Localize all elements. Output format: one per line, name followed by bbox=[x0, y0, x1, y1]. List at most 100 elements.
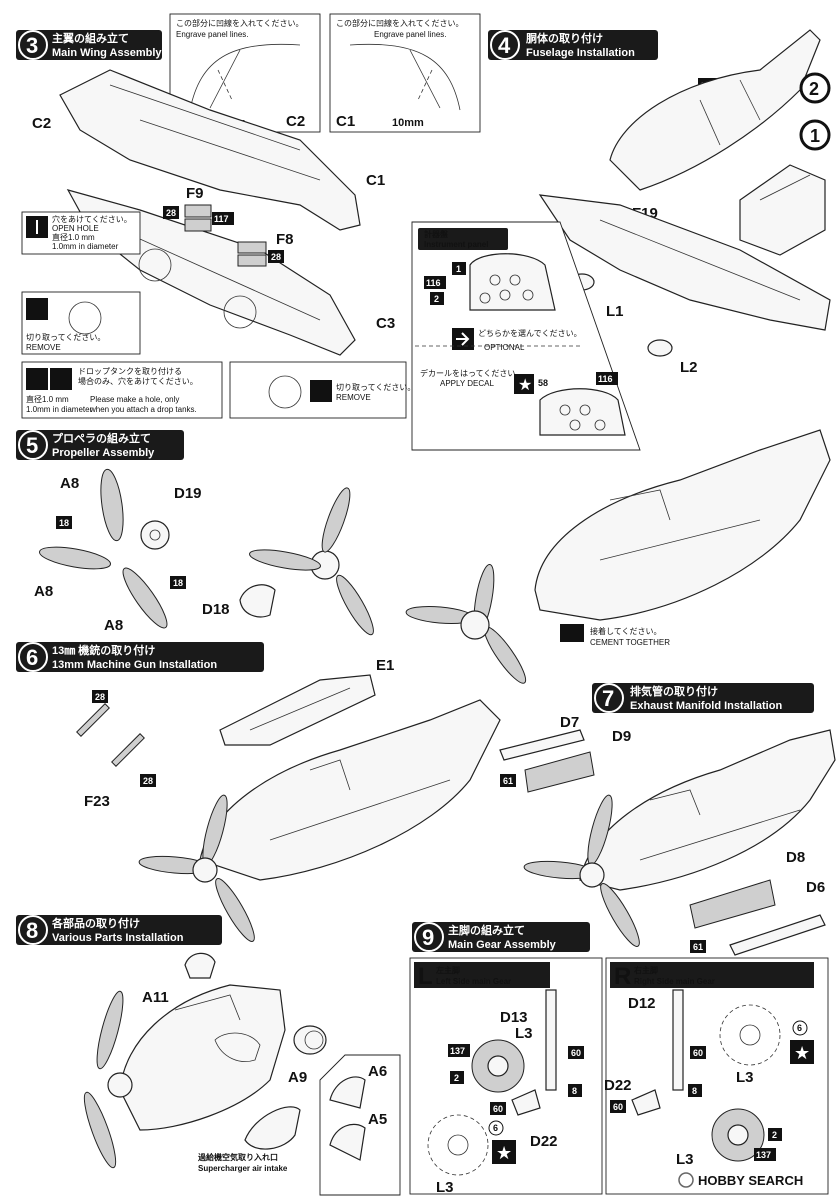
svg-text:ドロップタンクを取り付ける: ドロップタンクを取り付ける bbox=[78, 366, 182, 376]
label-C2: C2 bbox=[32, 115, 51, 132]
propeller-assembled bbox=[239, 487, 374, 636]
cowling-E1 bbox=[219, 674, 376, 746]
svg-text:117: 117 bbox=[214, 214, 229, 224]
svg-text:8: 8 bbox=[692, 1086, 697, 1096]
exhaust-D8-D6: 61 bbox=[689, 879, 826, 956]
svg-text:計器盤: 計器盤 bbox=[424, 229, 449, 239]
svg-text:2: 2 bbox=[809, 79, 819, 99]
step-5-number: 5 bbox=[26, 433, 38, 458]
step-8-number: 8 bbox=[26, 918, 38, 943]
svg-text:6: 6 bbox=[493, 1123, 498, 1133]
svg-text:60: 60 bbox=[571, 1048, 581, 1058]
label-A8-top: A8 bbox=[60, 475, 79, 492]
exhaust-D7-D9: 61 bbox=[499, 729, 595, 793]
fuselage-drawing-7 bbox=[523, 729, 836, 947]
fuselage-drawing-8 bbox=[83, 984, 286, 1169]
svg-text:60: 60 bbox=[493, 1104, 503, 1114]
svg-text:Instrument panel: Instrument panel bbox=[424, 240, 488, 249]
supercharger-intake: 過給機空気取り入れ口 Supercharger air intake bbox=[196, 1106, 316, 1174]
step-5-title-jp: プロペラの組み立て bbox=[52, 431, 151, 445]
step-5-header: 5 プロペラの組み立て Propeller Assembly bbox=[16, 430, 184, 460]
svg-text:1.0mm in diameter: 1.0mm in diameter bbox=[52, 242, 119, 251]
wing-drawing-4 bbox=[538, 194, 831, 331]
part-A11 bbox=[184, 952, 216, 979]
label-A5: A5 bbox=[368, 1111, 387, 1128]
color-117: 117 bbox=[212, 212, 234, 225]
svg-text:28: 28 bbox=[95, 692, 105, 702]
remove-note-left: 切り取ってください。 REMOVE bbox=[21, 291, 141, 355]
step-8-header: 8 各部品の取り付け Various Parts Installation bbox=[16, 915, 222, 945]
svg-text:10mm: 10mm bbox=[392, 117, 424, 129]
svg-text:★: ★ bbox=[794, 1043, 810, 1063]
svg-text:この部分に凹線を入れてください。: この部分に凹線を入れてください。 bbox=[176, 18, 304, 28]
label-D22-right: D22 bbox=[604, 1077, 632, 1094]
color-18-b: 18 bbox=[170, 576, 186, 589]
svg-text:60: 60 bbox=[693, 1048, 703, 1058]
svg-text:2: 2 bbox=[772, 1130, 777, 1140]
svg-text:137: 137 bbox=[756, 1150, 771, 1160]
svg-text:接着してください。: 接着してください。 bbox=[590, 626, 662, 636]
label-D22-left: D22 bbox=[530, 1133, 558, 1150]
part-A9 bbox=[293, 1025, 327, 1055]
label-L3-left-bottom: L3 bbox=[436, 1179, 454, 1196]
svg-text:L: L bbox=[418, 963, 433, 990]
label-F23: F23 bbox=[84, 793, 110, 810]
circle-1-marker: 1 bbox=[799, 119, 831, 151]
step-4-number: 4 bbox=[498, 33, 511, 58]
step-8-title-en: Various Parts Installation bbox=[52, 932, 184, 944]
svg-text:直径1.0 mm: 直径1.0 mm bbox=[26, 394, 69, 404]
svg-text:★: ★ bbox=[496, 1143, 512, 1163]
step-8-title-jp: 各部品の取り付け bbox=[51, 916, 140, 930]
svg-text:61: 61 bbox=[693, 942, 703, 952]
svg-text:58: 58 bbox=[538, 378, 548, 388]
step-6-title-en: 13mm Machine Gun Installation bbox=[52, 659, 217, 671]
label-D6: D6 bbox=[806, 879, 825, 896]
svg-text:OPEN HOLE: OPEN HOLE bbox=[52, 224, 99, 233]
step-9-title-jp: 主脚の組み立て bbox=[448, 923, 525, 937]
color-28-f9: 28 bbox=[163, 206, 179, 219]
watermark: HOBBY SEARCH bbox=[678, 1172, 803, 1188]
svg-text:APPLY DECAL: APPLY DECAL bbox=[440, 379, 495, 388]
step-3-title-jp: 主翼の組み立て bbox=[52, 31, 129, 45]
step-6-title-jp: 13㎜ 機銃の取り付け bbox=[52, 643, 155, 657]
svg-text:切り取ってください。: 切り取ってください。 bbox=[26, 333, 105, 342]
label-F8: F8 bbox=[276, 231, 294, 248]
step-5-title-en: Propeller Assembly bbox=[52, 447, 155, 459]
label-D18: D18 bbox=[202, 601, 230, 618]
svg-text:★: ★ bbox=[518, 377, 532, 394]
step-3-title-en: Main Wing Assembly bbox=[52, 47, 162, 59]
step-3-number: 3 bbox=[26, 33, 38, 58]
part-F9 bbox=[184, 204, 212, 232]
step-9-header: 9 主脚の組み立て Main Gear Assembly bbox=[412, 922, 590, 952]
label-D19: D19 bbox=[174, 485, 202, 502]
label-A8-bottom: A8 bbox=[104, 617, 123, 634]
cement-note: 接着してください。 CEMENT TOGETHER bbox=[560, 624, 670, 647]
fuselage-drawing-6 bbox=[138, 699, 501, 942]
svg-text:116: 116 bbox=[598, 374, 613, 384]
svg-text:116: 116 bbox=[426, 278, 441, 288]
svg-text:OPTIONAL: OPTIONAL bbox=[484, 343, 525, 352]
svg-text:60: 60 bbox=[613, 1102, 623, 1112]
label-L3-left: L3 bbox=[515, 1025, 533, 1042]
step-7-title-en: Exhaust Manifold Installation bbox=[630, 700, 782, 712]
svg-text:when you attach a drop tanks.: when you attach a drop tanks. bbox=[89, 405, 197, 414]
step-6-number: 6 bbox=[26, 645, 38, 670]
svg-text:Left Side main Gear: Left Side main Gear bbox=[436, 977, 511, 986]
circle-2-marker: 2 bbox=[799, 72, 831, 104]
label-C1: C1 bbox=[366, 172, 385, 189]
wing-upper-drawing bbox=[59, 69, 361, 231]
step-7-number: 7 bbox=[602, 686, 614, 711]
svg-text:C2: C2 bbox=[286, 113, 305, 130]
svg-text:Engrave panel lines.: Engrave panel lines. bbox=[176, 30, 249, 39]
instrument-panel-box: 計器盤 Instrument panel 1 116 2 どちらかを選んでくださ… bbox=[411, 221, 641, 451]
label-C3: C3 bbox=[376, 315, 395, 332]
cockpit-insert-drawing bbox=[739, 164, 826, 256]
svg-text:28: 28 bbox=[271, 252, 281, 262]
step-3-header: 3 主翼の組み立て Main Wing Assembly bbox=[16, 30, 162, 60]
label-L1: L1 bbox=[606, 303, 624, 320]
svg-text:デカールをはってください。: デカールをはってください。 bbox=[420, 368, 523, 378]
svg-text:この部分に凹線を入れてください。: この部分に凹線を入れてください。 bbox=[336, 18, 464, 28]
label-L3-right-bottom: L3 bbox=[676, 1151, 694, 1168]
svg-text:Right Side main Gear: Right Side main Gear bbox=[634, 977, 715, 986]
